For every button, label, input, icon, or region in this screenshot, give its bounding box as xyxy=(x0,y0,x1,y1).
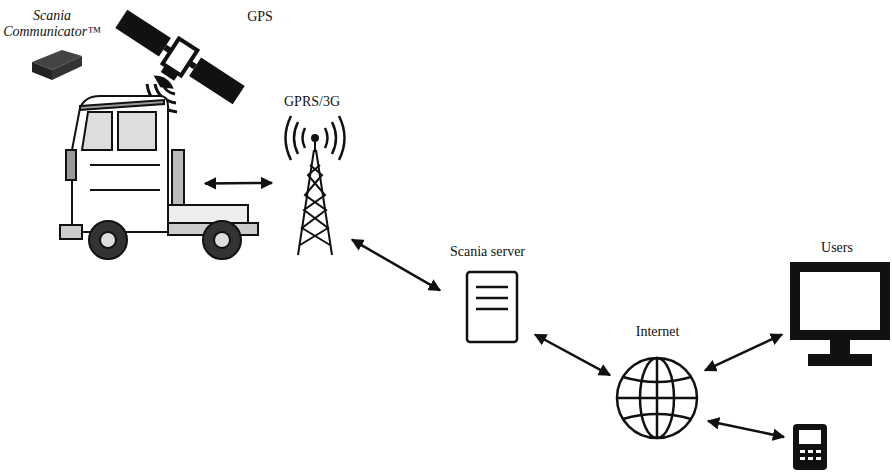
diagram-node: Scania server xyxy=(440,240,535,345)
antenna-tower xyxy=(286,116,345,255)
server-icon xyxy=(467,272,517,342)
globe-icon xyxy=(617,358,697,438)
diagram-node: Users xyxy=(782,238,892,372)
diagram-node: Internet xyxy=(610,322,705,440)
node-label: GPS xyxy=(235,9,285,25)
diagram-node: Scania Communicator™ xyxy=(0,0,205,262)
double-arrow xyxy=(535,335,610,376)
double-arrow xyxy=(352,240,440,291)
node-label: Scania server xyxy=(440,244,535,260)
diagram-node: GPS xyxy=(110,5,285,110)
truck-icon xyxy=(60,96,258,259)
node-label: Scania Communicator™ xyxy=(2,8,102,40)
communicator-device xyxy=(32,50,82,80)
node-label: GPRS/3G xyxy=(272,94,352,110)
monitor-icon xyxy=(790,262,890,366)
phone-icon xyxy=(793,424,827,470)
diagram-node: GPRS/3G xyxy=(272,90,352,262)
phone-arrow xyxy=(708,421,784,437)
double-arrow xyxy=(205,182,272,185)
node-label: Internet xyxy=(610,324,705,340)
node-label: Users xyxy=(807,240,867,256)
double-arrow xyxy=(705,334,782,370)
